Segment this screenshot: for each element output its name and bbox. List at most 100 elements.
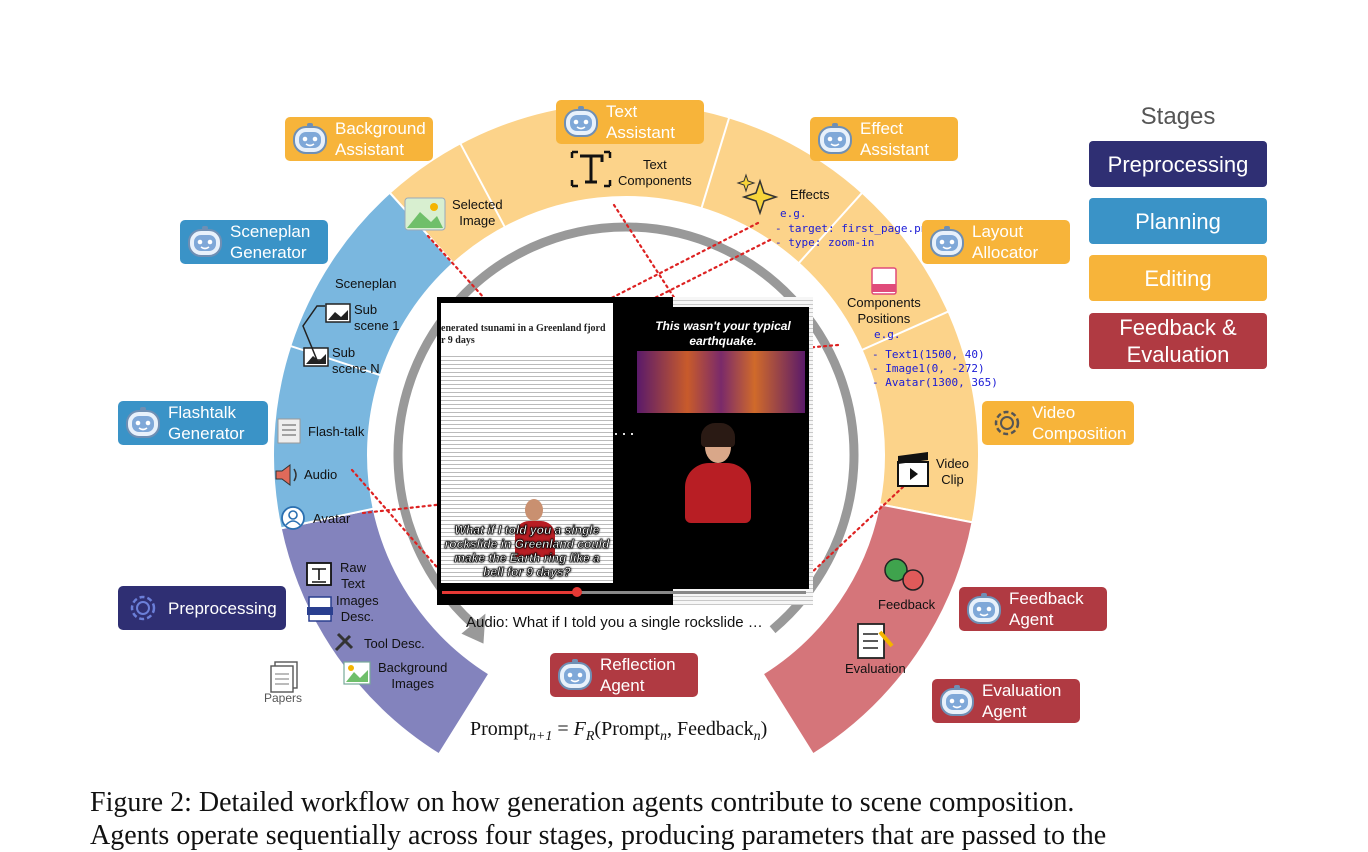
selected-image-label: Selected Image <box>452 197 503 228</box>
audio-label: Audio <box>304 467 338 482</box>
tool-desc-label: Tool Desc. <box>364 636 425 651</box>
background-images-label: Background Images <box>378 660 448 691</box>
raw-text-label: Raw Text <box>340 560 367 591</box>
gear-icon <box>130 595 156 621</box>
robot-icon <box>967 593 1001 624</box>
effect-assistant-label: Effect Assistant <box>860 119 929 159</box>
reflection-agent-label: Reflection Agent <box>600 655 676 695</box>
text-assistant-box: Text Assistant <box>556 100 704 144</box>
bracket-icon <box>302 305 325 361</box>
clapperboard-icon <box>897 452 929 487</box>
html-file-icon <box>871 267 897 295</box>
avatar-label: Avatar <box>313 511 351 526</box>
inner-ring <box>393 222 859 634</box>
gear-icon <box>994 410 1020 436</box>
pos-avatar: - Avatar(1300, 365) <box>872 376 998 389</box>
ring-divider-4 <box>861 310 949 351</box>
pos-image1: - Image1(0, -272) <box>872 362 985 375</box>
preprocessing-label: Preprocessing <box>168 598 277 618</box>
video-composition-label: Video Composition <box>1032 403 1127 443</box>
feedback-agent-box: Feedback Agent <box>959 587 1107 631</box>
sceneplan-label: Sceneplan <box>335 276 397 291</box>
papers-icon <box>270 661 298 693</box>
preprocessing-box: Preprocessing <box>118 586 286 630</box>
person-icon <box>281 506 305 530</box>
spectrogram <box>637 351 805 413</box>
dotted-arrow-0 <box>426 234 525 343</box>
background-assistant-box: Background Assistant <box>285 117 433 161</box>
progress-knob <box>571 587 582 597</box>
robot-icon <box>126 407 160 438</box>
right-panel: This wasn't your typical earthquake. <box>637 307 809 589</box>
png-file-icon <box>307 596 333 622</box>
formula-close: ) <box>760 718 768 740</box>
paper-title: enerated tsunami in a Greenland fjord r … <box>441 323 606 346</box>
ring-divider-1 <box>459 142 506 228</box>
robot-icon <box>558 659 592 690</box>
effect-assistant-box: Effect Assistant <box>810 117 958 161</box>
text-icon <box>570 150 612 188</box>
legend-editing: Editing <box>1089 255 1267 301</box>
effects-eg: e.g. <box>780 207 807 220</box>
ring-divider-3 <box>797 192 863 264</box>
evaluation-agent-box: Evaluation Agent <box>932 679 1080 723</box>
evaluation-label: Evaluation <box>845 661 906 676</box>
effects-label: Effects <box>790 187 830 202</box>
legend-feedback-evaluation: Feedback & Evaluation <box>1089 313 1267 369</box>
papers-label: Papers <box>264 691 303 705</box>
robot-icon <box>930 226 964 257</box>
formula-fn: F <box>573 718 586 740</box>
document-icon <box>277 418 301 444</box>
text-components-label: Text Components <box>618 157 692 188</box>
effects-type: - type: zoom-in <box>775 236 875 249</box>
sceneplan-generator-label: Sceneplan Generator <box>230 222 311 262</box>
formula-arg1-sub: n <box>659 729 667 744</box>
sub-scene-1-label: Sub scene 1 <box>354 302 400 333</box>
right-headline: This wasn't your typical earthquake. <box>655 319 791 348</box>
formula-lhs-sub: n+1 <box>528 729 553 744</box>
positions-eg: e.g. <box>874 328 901 341</box>
pos-text1: - Text1(1500, 40) <box>872 348 985 361</box>
text-assistant-label: Text Assistant <box>606 102 675 142</box>
small-avatar <box>515 497 555 557</box>
speaker-icon <box>275 464 297 486</box>
formula-arg2-sub: n <box>753 729 761 744</box>
sub-scene-1-icon <box>325 303 351 323</box>
feedback-agent-label: Feedback Agent <box>1009 589 1084 629</box>
flashtalk-generator-label: Flashtalk Generator <box>168 403 245 443</box>
formula-arg2: Feedback <box>676 718 754 740</box>
inner-ring-arrowhead <box>461 613 486 644</box>
feedback-chat-icon <box>884 558 924 591</box>
robot-icon <box>818 123 852 154</box>
tools-icon <box>334 632 354 652</box>
evaluation-clipboard-icon <box>857 623 894 659</box>
dots: ··· <box>613 423 637 443</box>
reflection-agent-box: Reflection Agent <box>550 653 698 697</box>
legend-title: Stages <box>1140 103 1216 130</box>
layout-allocator-box: Layout Allocator <box>922 220 1070 264</box>
evaluation-agent-label: Evaluation Agent <box>982 681 1062 721</box>
background-assistant-label: Background Assistant <box>335 119 426 159</box>
video-preview: enerated tsunami in a Greenland fjord r … <box>437 297 813 605</box>
formula-eq: = <box>552 718 574 740</box>
sparkles-icon <box>736 173 779 216</box>
sub-scene-n-label: Sub scene N <box>332 345 380 376</box>
text-doc-icon <box>306 562 332 586</box>
figure-caption-line2: Agents operate sequentially across four … <box>90 820 1107 851</box>
flashtalk-generator-box: Flashtalk Generator <box>118 401 268 445</box>
flash-talk-label: Flash-talk <box>308 424 365 439</box>
layout-allocator-label: Layout Allocator <box>972 222 1039 262</box>
formula-fn-sub: R <box>585 729 595 744</box>
video-composition-box: Video Composition <box>982 401 1134 445</box>
sceneplan-generator-box: Sceneplan Generator <box>180 220 328 264</box>
avatar-figure <box>681 423 755 541</box>
effects-target: - target: first_page.png <box>775 222 934 235</box>
formula-lhs: Prompt <box>470 718 529 740</box>
feedback-label: Feedback <box>878 597 936 612</box>
image-icon <box>404 197 446 231</box>
robot-icon <box>293 123 327 154</box>
audio-line: Audio: What if I told you a single rocks… <box>466 614 763 631</box>
reflection-formula: Promptn+1 = FR(Promptn, Feedbackn) <box>470 718 767 745</box>
ring-divider-2 <box>700 117 731 209</box>
progress-track <box>442 591 806 594</box>
